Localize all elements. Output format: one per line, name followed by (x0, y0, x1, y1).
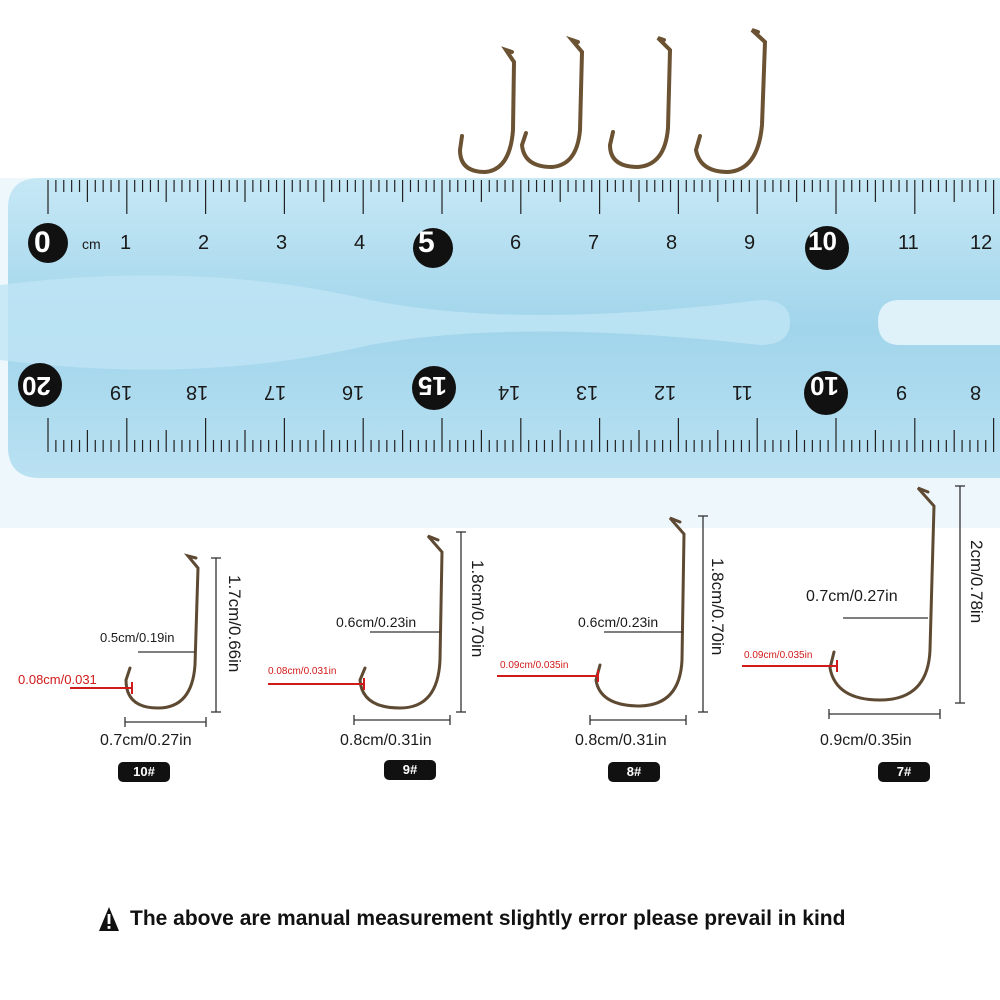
hook-8-size-badge: 8# (608, 762, 660, 782)
hook-9-gap-label: 0.6cm/0.23in (336, 614, 417, 630)
measurement-lines (124, 485, 965, 727)
ruler-minor-number: 9 (896, 381, 908, 403)
hook-10-shape (124, 553, 200, 710)
hook-7-shape (828, 486, 936, 702)
ruler-minor-number: 12 (970, 232, 993, 254)
hook-10-width-label: 0.7cm/0.27in (100, 732, 192, 749)
ruler-major-number: 0 (34, 226, 51, 259)
hook-8-shape (594, 516, 686, 708)
warning-icon (99, 907, 119, 931)
hook-7-gap-label: 0.7cm/0.27in (806, 588, 898, 605)
hook-7-barb-label: 0.09cm/0.035in (744, 650, 813, 661)
notice-text: The above are manual measurement slightl… (130, 907, 846, 930)
hook-8-width-label: 0.8cm/0.31in (575, 732, 667, 749)
ruler-minor-number: 14 (498, 381, 521, 403)
hook-10-barb-label: 0.08cm/0.031 (18, 672, 97, 687)
ruler-minor-number: 1 (120, 232, 132, 254)
ruler-minor-number: 7 (588, 232, 600, 254)
hook-10-height-label: 1.7cm/0.66in (225, 575, 244, 673)
ruler-major-number: 10 (808, 226, 837, 256)
ruler-sample-hooks (457, 28, 768, 175)
hook-8-gap-label: 0.6cm/0.23in (578, 614, 659, 630)
ruler-bottom-ticks (47, 418, 995, 452)
hook-9-size-badge: 9# (384, 760, 436, 780)
hook-7-width-label: 0.9cm/0.35in (820, 732, 912, 749)
ruler-minor-number: 12 (654, 381, 677, 403)
ruler-minor-number: 2 (198, 232, 210, 254)
hook-7-size-badge: 7# (878, 762, 930, 782)
ruler-minor-number: 3 (276, 232, 288, 254)
ruler-minor-number: 13 (576, 381, 599, 403)
hook-10-gap-label: 0.5cm/0.19in (100, 630, 175, 645)
barb-measurement-lines (70, 660, 838, 694)
ruler-minor-number: 6 (510, 232, 522, 254)
ruler-minor-number: 11 (898, 232, 919, 254)
hook-diagrams (124, 486, 936, 710)
ruler (0, 178, 1000, 528)
ruler-minor-number: 8 (666, 232, 678, 254)
ruler-minor-number: 11 (732, 381, 753, 403)
hook-8-barb-label: 0.09cm/0.035in (500, 660, 569, 671)
ruler-major-number: 5 (418, 226, 435, 259)
hook-9-shape (358, 534, 444, 710)
ruler-major-number: 20 (22, 371, 51, 401)
ruler-minor-number: 19 (110, 381, 133, 403)
hook-10-size-badge: 10# (118, 762, 170, 782)
measurement-notice: The above are manual measurement slightl… (98, 906, 845, 932)
ruler-major-number: 10 (810, 371, 839, 401)
ruler-minor-number: 9 (744, 232, 756, 254)
hook-9-barb-label: 0.08cm/0.031in (268, 666, 337, 677)
hook-8-height-label: 1.8cm/0.70in (708, 558, 727, 656)
ruler-major-number: 15 (418, 371, 447, 401)
ruler-top-major-marks (18, 223, 849, 415)
ruler-minor-number: 8 (970, 381, 982, 403)
hook-9-height-label: 1.8cm/0.70in (468, 560, 487, 658)
ruler-minor-number: 18 (186, 381, 209, 403)
ruler-top-ticks (47, 180, 995, 214)
ruler-minor-number: 4 (354, 232, 366, 254)
ruler-minor-number: 17 (264, 381, 287, 403)
ruler-unit-label: cm (82, 236, 101, 252)
hook-9-width-label: 0.8cm/0.31in (340, 732, 432, 749)
hook-7-height-label: 2cm/0.78in (967, 540, 986, 624)
ruler-minor-number: 16 (342, 381, 365, 403)
